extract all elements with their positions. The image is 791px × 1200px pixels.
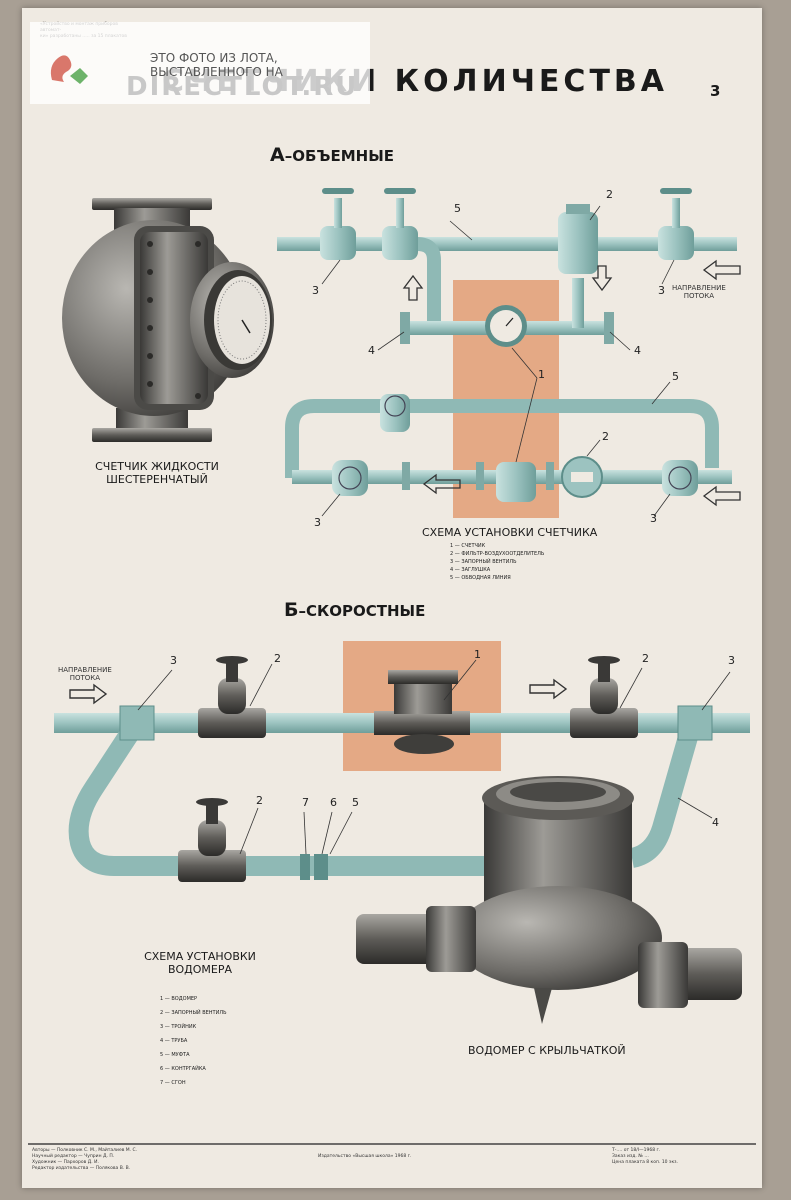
section-a-heading: А–ОБЪЕМНЫЕ	[270, 144, 394, 166]
poster: СЧЕТЧИКИ КОЛИЧЕСТВА 3 «Устройство и монт…	[22, 8, 762, 1188]
scheme-b-caption-line: СХЕМА УСТАНОВКИ	[144, 950, 256, 963]
callout-b: 3	[170, 654, 177, 667]
legend-item: 2 — ФИЛЬТР-ВОЗДУХООТДЕЛИТЕЛЬ	[450, 551, 545, 557]
callout-a: 3	[312, 284, 319, 297]
legend-item: 5 — МУФТА	[160, 1052, 190, 1058]
legend-item: 5 — ОБВОДНАЯ ЛИНИЯ	[450, 575, 511, 581]
callout-a: 3	[658, 284, 665, 297]
gear-meter-caption-line: СЧЕТЧИК ЖИДКОСТИ	[95, 460, 219, 473]
section-a-label: –ОБЪЕМНЫЕ	[284, 147, 395, 165]
imprint-line: Редактор издательства — Полякова В. В.	[32, 1166, 131, 1171]
legend-item: 4 — ТРУБА	[160, 1038, 188, 1044]
water-meter-illustration	[356, 776, 742, 1024]
gear-meter-illustration	[62, 198, 274, 442]
callout-a: 2	[606, 188, 613, 201]
callout-b: 2	[256, 794, 263, 807]
scheme-b-legend: 1 — ВОДОМЕР 2 — ЗАПОРНЫЙ ВЕНТИЛЬ 3 — ТРО…	[160, 992, 227, 1090]
legend-item: 7 — СГОН	[160, 1080, 186, 1086]
callout-a: 2	[602, 430, 609, 443]
scheme-b-caption-line: ВОДОМЕРА	[167, 963, 233, 976]
scheme-b-leaders	[137, 659, 731, 855]
flow-label-line: НАПРАВЛЕНИЕ	[58, 666, 112, 674]
callout-b: 5	[352, 796, 359, 809]
scheme-a-caption: СХЕМА УСТАНОВКИ СЧЕТЧИКА	[422, 526, 598, 539]
watermark-note: ЭТО ФОТО ИЗ ЛОТА, ВЫСТАВЛЕННОГО НА	[150, 51, 283, 79]
section-a-letter: А	[270, 144, 285, 166]
gear-meter-caption-line: ШЕСТЕРЕНЧАТЫЙ	[106, 473, 208, 486]
imprint-line: Художник — Пархоров Д. И.	[32, 1160, 99, 1165]
legend-item: 3 — ТРОЙНИК	[160, 1024, 197, 1030]
imprint-line: Авторы — Полковник С. М., Майталиев М. С…	[32, 1148, 138, 1153]
imprint-line: Т-…. от 18/I—1968 г.	[612, 1148, 661, 1153]
callout-a: 3	[650, 512, 657, 525]
scheme-a-upper-piping	[277, 188, 737, 347]
imprint-line: Заказ изд. № …	[612, 1154, 649, 1159]
scheme-b-flow-arrows	[69, 678, 568, 705]
legend-item: 1 — СЧЕТЧИК	[450, 543, 486, 549]
section-b-heading: Б–СКОРОСТНЫЕ	[284, 599, 425, 621]
scheme-b-caption: СХЕМА УСТАНОВКИ ВОДОМЕРА	[140, 950, 260, 976]
flow-label-line: ПОТОКА	[683, 292, 715, 300]
poster-artwork	[28, 188, 756, 1145]
scheme-a-legend: 1 — СЧЕТЧИК 2 — ФИЛЬТР-ВОЗДУХООТДЕЛИТЕЛЬ…	[450, 542, 544, 582]
callout-a: 3	[314, 516, 321, 529]
legend-item: 4 — ЗАГЛУШКА	[450, 567, 491, 573]
legend-item: 1 — ВОДОМЕР	[160, 996, 198, 1002]
callout-b: 2	[642, 652, 649, 665]
page-number: 3	[710, 82, 721, 100]
callout-a: 5	[672, 370, 679, 383]
imprint-line: Цена плаката 8 коп. 10 экз.	[612, 1160, 678, 1165]
imprint-print-info: Т-…. от 18/I—1968 г. Заказ изд. № … Цена…	[612, 1148, 678, 1166]
flow-label-line: ПОТОКА	[69, 674, 101, 682]
watermark-logo: DIRECTLOT.RU	[126, 72, 359, 102]
callout-b: 2	[274, 652, 281, 665]
scheme-a-flow-arrows	[402, 259, 741, 507]
legend-item: 2 — ЗАПОРНЫЙ ВЕНТИЛЬ	[160, 1010, 227, 1016]
imprint-publisher: Издательство «Высшая школа» 1968 г.	[318, 1154, 412, 1159]
watermark: ЭТО ФОТО ИЗ ЛОТА, ВЫСТАВЛЕННОГО НА DIREC…	[30, 22, 370, 104]
callout-a: 4	[368, 344, 375, 357]
section-b-label: –СКОРОСТНЫЕ	[298, 602, 426, 620]
callout-a: 1	[538, 368, 545, 381]
section-b-letter: Б	[284, 599, 299, 621]
callout-b: 1	[474, 648, 481, 661]
legend-item: 6 — КОНТРГАЙКА	[160, 1066, 206, 1072]
scheme-a-leaders	[321, 205, 675, 517]
flow-label-a: НАПРАВЛЕНИЕ ПОТОКА	[672, 284, 726, 300]
callout-a: 4	[634, 344, 641, 357]
legend-item: 3 — ЗАПОРНЫЙ ВЕНТИЛЬ	[450, 559, 517, 565]
flow-label-line: НАПРАВЛЕНИЕ	[672, 284, 726, 292]
imprint-credits: Авторы — Полковник С. М., Майталиев М. С…	[32, 1148, 137, 1172]
callout-b: 4	[712, 816, 719, 829]
flow-label-b: НАПРАВЛЕНИЕ ПОТОКА	[58, 666, 112, 682]
scheme-a-lower-piping	[285, 394, 732, 502]
squirrel-logo-icon	[50, 55, 88, 84]
callout-b: 3	[728, 654, 735, 667]
gear-meter-caption: СЧЕТЧИК ЖИДКОСТИ ШЕСТЕРЕНЧАТЫЙ	[82, 460, 232, 486]
callout-a: 5	[454, 202, 461, 215]
callout-b: 7	[302, 796, 309, 809]
callout-b: 6	[330, 796, 337, 809]
water-meter-caption: ВОДОМЕР С КРЫЛЬЧАТКОЙ	[468, 1044, 626, 1057]
scheme-b-piping	[54, 656, 750, 882]
imprint-line: Научный редактор — Чуприн Д. П.	[32, 1154, 115, 1159]
